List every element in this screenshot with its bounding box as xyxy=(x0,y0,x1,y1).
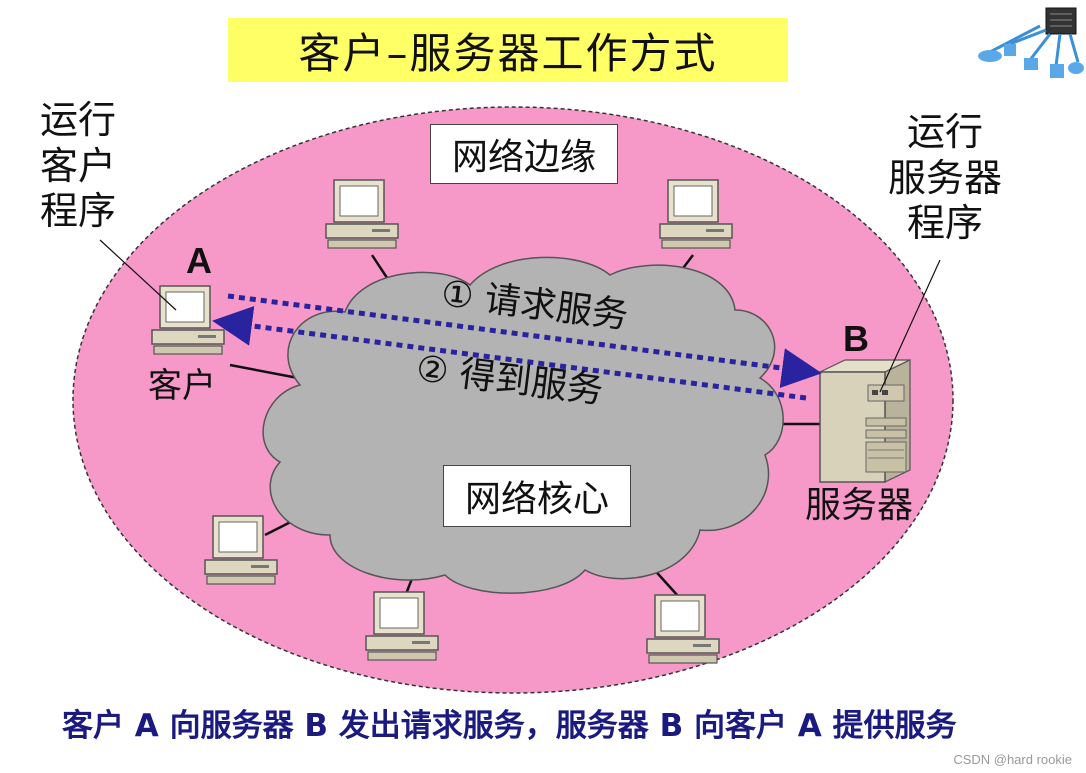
client-program-line-3: 程序 xyxy=(40,189,117,234)
watermark: CSDN @hard rookie xyxy=(953,752,1072,767)
network-core-cloud xyxy=(262,256,784,594)
server-program-line-2: 服务器 xyxy=(887,155,1002,200)
diagram-caption: 客户 A 向服务器 B 发出请求服务，服务器 B 向客户 A 提供服务 xyxy=(62,708,957,744)
server-label: 服务器 xyxy=(805,485,914,526)
server-program-pointer xyxy=(879,259,941,393)
network-core-label: 网络核心 xyxy=(443,465,631,527)
client-program-pointer xyxy=(99,239,177,311)
client-program-line-2: 客户 xyxy=(40,143,117,188)
client-program-label: 运行 客户 程序 xyxy=(40,98,116,235)
server-tower-icon xyxy=(819,359,911,483)
network-logo-icon xyxy=(978,7,1084,78)
client-program-line-1: 运行 xyxy=(40,98,117,142)
server-program-line-1: 运行 xyxy=(906,110,983,154)
network-edge-label: 网络边缘 xyxy=(430,124,618,184)
host-b-label: B xyxy=(843,318,869,359)
server-program-line-3: 程序 xyxy=(906,201,983,246)
page-title: 客户–服务器工作方式 xyxy=(228,18,788,82)
client-label: 客户 xyxy=(148,366,216,406)
host-a-label: A xyxy=(186,240,212,281)
server-program-label: 运行 服务器 程序 xyxy=(885,110,1005,247)
